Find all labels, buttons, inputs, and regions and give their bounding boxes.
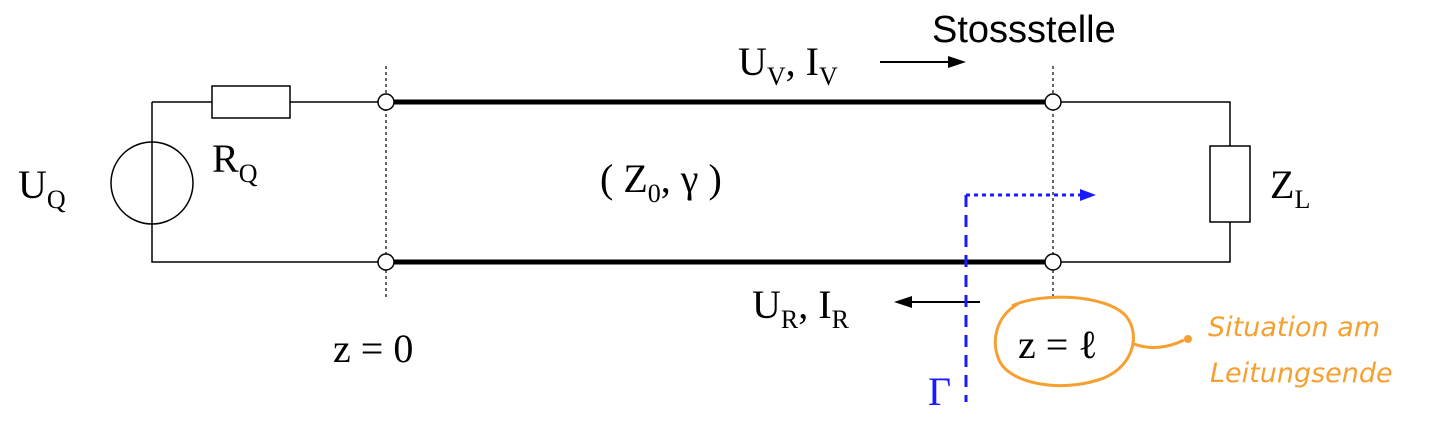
terminal-nodes — [377, 93, 1062, 271]
source-resistance-label: RQ — [212, 136, 258, 188]
forward-wave-label: UV, IV — [738, 39, 838, 91]
reflection-coefficient-label: Γ — [928, 369, 951, 414]
annotation-line-1: Situation am — [1208, 312, 1380, 343]
annotation-arrow-dot — [1184, 335, 1192, 343]
reflected-arrow-icon — [894, 296, 980, 308]
reflection-arrow-icon — [1080, 189, 1096, 201]
line-parameters-label: ( Z0, γ ) — [600, 156, 722, 208]
forward-arrow-icon — [880, 56, 966, 68]
z-start-label: z = 0 — [333, 326, 413, 371]
annotation-arrow-icon — [1133, 338, 1185, 349]
transmission-line-conductors — [386, 99, 1047, 265]
z-end-label: z = ℓ — [1018, 322, 1097, 367]
load-impedance — [1209, 145, 1251, 223]
reflection-marker — [964, 193, 1082, 402]
load-label: ZL — [1270, 162, 1310, 214]
reflected-wave-label: UR, IR — [752, 282, 850, 334]
annotation-circle — [993, 295, 1135, 387]
voltage-source-symbol — [110, 141, 194, 225]
source-resistor — [211, 85, 291, 119]
source-voltage-label: UQ — [18, 162, 66, 214]
load-wiring — [1060, 101, 1231, 263]
source-wiring — [151, 101, 380, 263]
discontinuity-label: Stossstelle — [932, 9, 1116, 51]
annotation-line-2: Leitungsende — [1210, 358, 1393, 389]
